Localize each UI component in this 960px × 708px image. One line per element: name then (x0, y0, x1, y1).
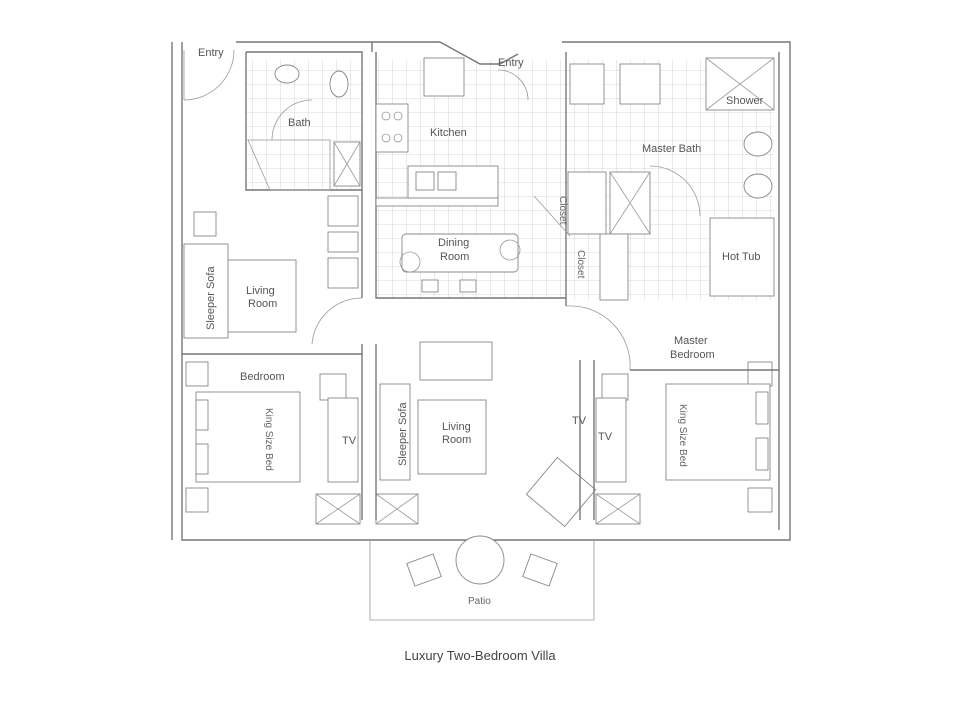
patio (369, 535, 595, 621)
tv-label-3: TV (598, 431, 613, 443)
kitchen (375, 57, 529, 207)
entry-left-label: Entry (198, 47, 224, 59)
dining-label-1: Dining (438, 237, 469, 249)
tv-label-2: TV (572, 415, 587, 427)
master-bath-label: Master Bath (642, 143, 701, 155)
outer-walls (171, 41, 791, 541)
plan-caption: Luxury Two-Bedroom Villa (404, 648, 556, 663)
sleeper-sofa-center-label: Sleeper Sofa (397, 402, 409, 466)
living-left-label-1: Living (246, 285, 275, 297)
bath-label: Bath (288, 117, 311, 129)
entry-center-label: Entry (498, 57, 524, 69)
living-center (315, 305, 631, 528)
entry-door-left (183, 49, 235, 101)
closet-label-1: Closet (557, 196, 568, 225)
hot-tub-label: Hot Tub (722, 251, 761, 263)
dining-label-2: Room (440, 251, 469, 263)
living-left-label-2: Room (248, 298, 277, 310)
king-bed-left-label: King Size Bed (263, 408, 274, 471)
bedroom-label: Bedroom (240, 371, 285, 383)
sleeper-sofa-left-label: Sleeper Sofa (205, 266, 217, 330)
living-left (182, 211, 363, 355)
shower-label: Shower (726, 95, 764, 107)
king-bed-right-label: King Size Bed (677, 404, 688, 467)
master-bedroom-label-1: Master (674, 335, 708, 347)
closet-label-2: Closet (575, 250, 586, 279)
master-bedroom-label-2: Bedroom (670, 349, 715, 361)
bedroom-left (185, 361, 359, 513)
master-bath (533, 57, 775, 301)
room-labels: Entry Entry Bath Kitchen Master Bath Sho… (198, 47, 764, 607)
kitchen-label: Kitchen (430, 127, 467, 139)
living-center-label-2: Room (442, 434, 471, 446)
living-center-label-1: Living (442, 421, 471, 433)
dining-room (327, 195, 521, 293)
patio-label: Patio (468, 596, 491, 607)
tv-label-1: TV (342, 435, 357, 447)
bath-left (245, 52, 362, 191)
master-bedroom (579, 360, 779, 525)
